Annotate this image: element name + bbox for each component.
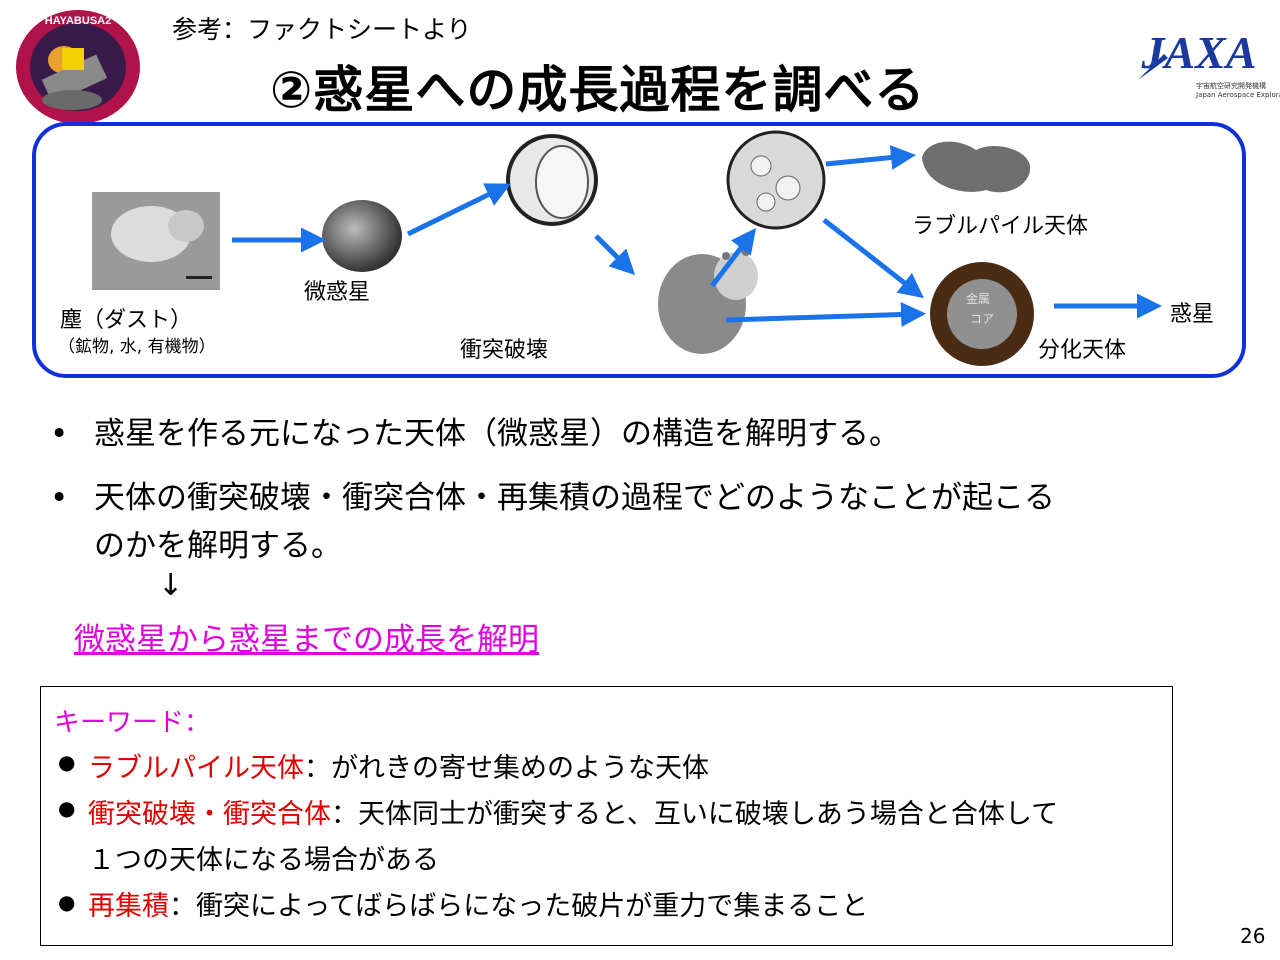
collision-label: 衝突破壊 bbox=[460, 338, 549, 363]
bullet-1: •惑星を作る元になった天体（微惑星）の構造を解明する。 bbox=[50, 410, 900, 458]
bullet-2: •天体の衝突破壊・衝突合体・再集積の過程でどのようなことが起こるのかを解明する。 bbox=[50, 474, 1055, 570]
collision-image bbox=[658, 246, 758, 354]
differentiated-body-label: 分化天体 bbox=[1038, 338, 1127, 363]
planetesimal-label: 微惑星 bbox=[304, 280, 371, 305]
rubble-sphere-image bbox=[726, 130, 826, 230]
down-arrow: ↓ bbox=[158, 568, 184, 603]
keyword-title: キーワード： bbox=[54, 708, 211, 738]
conclusion-link[interactable]: 微惑星から惑星までの成長を解明 bbox=[74, 622, 539, 658]
keyword-reaccumulation: 再集積：衝突によってばらばらになった破片が重力で集まること bbox=[88, 891, 869, 922]
planet-label: 惑星 bbox=[1170, 302, 1215, 327]
slide-title: ②惑星への成長過程を調べる bbox=[270, 61, 926, 119]
jaxa-logo: JAXA bbox=[1124, 24, 1274, 108]
keyword-box bbox=[40, 686, 1173, 946]
dust-sub-label: （鉱物, 水, 有機物） bbox=[58, 337, 216, 357]
dust-photo bbox=[92, 192, 220, 290]
core-label: 金属 bbox=[966, 292, 991, 306]
planetesimal-image bbox=[322, 200, 402, 272]
core-label-2: コア bbox=[970, 312, 995, 326]
rubble-pile-label: ラブルパイル天体 bbox=[912, 214, 1089, 239]
reference-note: 参考：ファクトシートより bbox=[172, 15, 472, 44]
svg-text:JAXA: JAXA bbox=[1140, 27, 1256, 78]
keyword-rubble-pile: ラブルパイル天体：がれきの寄せ集めのような天体 bbox=[88, 753, 709, 784]
bullet-dot: ● bbox=[58, 890, 76, 914]
bullet-dot: • bbox=[50, 480, 69, 516]
itokawa-image bbox=[922, 141, 1031, 193]
keyword-collision-cont: １つの天体になる場合がある bbox=[88, 845, 439, 876]
planet-growth-diagram: 塵（ダスト） （鉱物, 水, 有機物） 微惑星 衝突破壊 ラブルパイル天体 金属… bbox=[32, 122, 1246, 378]
svg-text:HAYABUSA2: HAYABUSA2 bbox=[45, 15, 111, 27]
jaxa-subtitle: 宇宙航空研究開発機構 Japan Aerospace Exploration A… bbox=[1196, 82, 1280, 99]
dust-label: 塵（ダスト） bbox=[60, 308, 193, 333]
cut-planetesimal-image bbox=[506, 134, 598, 226]
bullet-dot: • bbox=[50, 416, 69, 452]
bullet-dot: ● bbox=[58, 750, 76, 774]
page-number: 26 bbox=[1240, 924, 1266, 948]
hayabusa2-mission-logo: HAYABUSA2 bbox=[14, 8, 142, 126]
bullet-dot: ● bbox=[58, 796, 76, 820]
keyword-collision: 衝突破壊・衝突合体：天体同士が衝突すると、互いに破壊しあう場合と合体して bbox=[88, 799, 1059, 830]
